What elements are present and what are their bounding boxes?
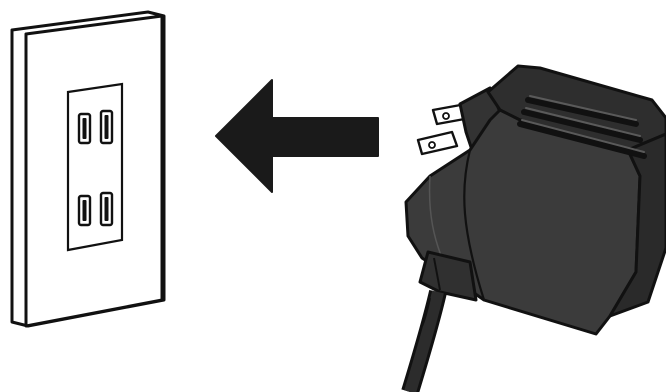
arrow-left-icon	[216, 80, 378, 192]
wall-outlet-icon	[12, 12, 164, 326]
ac-adapter-icon	[406, 66, 666, 392]
adapter-cord	[410, 292, 438, 392]
outlet-inner-frame	[68, 84, 122, 250]
prong-bottom	[418, 132, 457, 154]
